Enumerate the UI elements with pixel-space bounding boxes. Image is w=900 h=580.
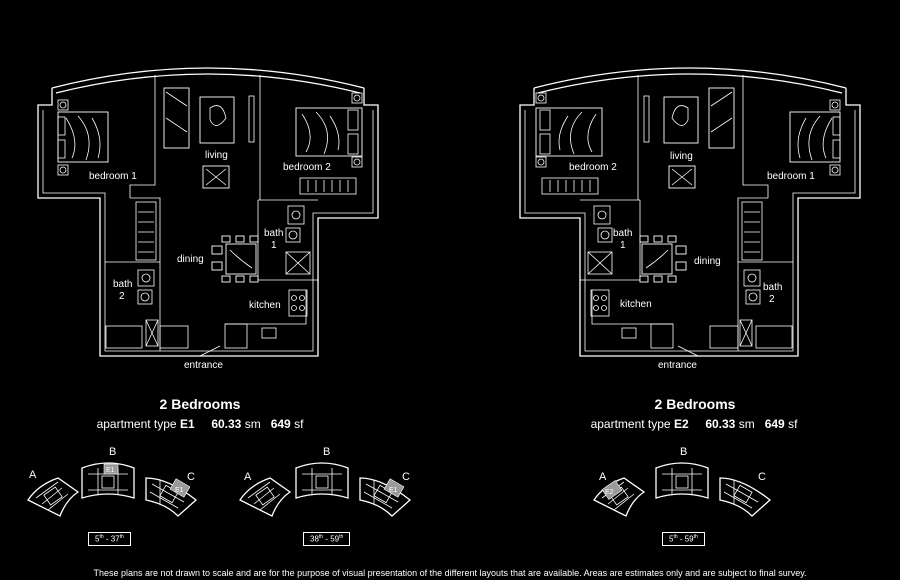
unit-label-a: E2 xyxy=(605,489,614,496)
room-label-bath-1: bath xyxy=(613,228,632,239)
unit-label-b: E1 xyxy=(106,467,115,474)
room-label-bedroom-1: bedroom 1 xyxy=(89,171,137,182)
tower-label-a: A xyxy=(599,471,607,483)
room-label-bath-2: bath xyxy=(113,279,132,290)
type-code: E1 xyxy=(179,417,195,431)
room-label-entrance: entrance xyxy=(658,360,697,371)
area-sm-unit: sm xyxy=(738,417,755,431)
area-sf-unit: sf xyxy=(788,417,798,431)
unit-label-c: E1 xyxy=(175,487,184,494)
room-label-bath-1-num: 1 xyxy=(620,240,626,251)
room-label-living: living xyxy=(670,151,693,162)
room-label-entrance: entrance xyxy=(184,360,223,371)
unit-highlight-c xyxy=(383,478,405,498)
floor-range-2: 38th - 59th xyxy=(303,532,351,546)
tower-label-c: C xyxy=(187,471,195,483)
room-label-bedroom-2: bedroom 2 xyxy=(569,162,617,173)
room-label-living: living xyxy=(205,150,228,161)
area-sf-value: 649 xyxy=(270,417,291,431)
room-label-bath-2-num: 2 xyxy=(119,291,125,302)
room-label-bedroom-1: bedroom 1 xyxy=(767,171,815,182)
tower-label-b: B xyxy=(680,446,687,458)
room-label-bath-1-num: 1 xyxy=(271,240,277,251)
disclaimer-text: These plans are not drawn to scale and a… xyxy=(93,568,807,578)
room-label-bath-2-num: 2 xyxy=(769,294,775,305)
room-label-bath-1: bath xyxy=(264,228,283,239)
room-label-bedroom-2: bedroom 2 xyxy=(283,162,331,173)
floor-plan-e1: bedroom 1 living bedroom 2 bath 1 dining… xyxy=(37,67,379,371)
keyplan-1: A B C E1 E1 xyxy=(27,446,197,517)
apartment-spec-right: apartment type E2 60.33 sm 649 sf xyxy=(514,417,874,431)
unit-highlight-c xyxy=(169,478,191,498)
plan-title-right: 2 Bedrooms xyxy=(654,396,736,412)
tower-label-c: C xyxy=(758,471,766,483)
area-sm-unit: sm xyxy=(244,417,261,431)
key-plans: A B C E1 E1 A B C E1 A B C E2 xyxy=(27,446,771,517)
unit-highlight-a xyxy=(601,480,623,500)
plan-title-left: 2 Bedrooms xyxy=(159,396,241,412)
tower-label-a: A xyxy=(244,471,252,483)
apartment-spec-left: apartment type E1 60.33 sm 649 sf xyxy=(20,417,380,431)
type-prefix: apartment type xyxy=(96,417,177,431)
type-code: E2 xyxy=(673,417,689,431)
room-label-bath-2: bath xyxy=(763,282,782,293)
floor-plan-e2: bedroom 2 living bedroom 1 bath 1 dining… xyxy=(519,67,861,371)
keyplan-3: A B C E2 xyxy=(593,446,771,517)
keyplan-2: A B C E1 xyxy=(239,446,411,517)
tower-label-b: B xyxy=(109,446,116,458)
room-label-kitchen: kitchen xyxy=(620,299,652,310)
room-label-dining: dining xyxy=(177,254,204,265)
room-label-kitchen: kitchen xyxy=(249,300,281,311)
area-sm-value: 60.33 xyxy=(211,417,242,431)
tower-label-a: A xyxy=(29,469,37,481)
tower-label-b: B xyxy=(323,446,330,458)
floor-range-1: 5th - 37th xyxy=(88,532,131,546)
area-sf-unit: sf xyxy=(294,417,304,431)
area-sf-value: 649 xyxy=(764,417,785,431)
unit-highlight-b xyxy=(103,463,119,475)
area-sm-value: 60.33 xyxy=(705,417,736,431)
tower-label-c: C xyxy=(402,471,410,483)
floor-range-3: 5th - 59th xyxy=(662,532,705,546)
floor-plans: bedroom 1 living bedroom 2 bath 1 dining… xyxy=(37,67,861,371)
room-label-dining: dining xyxy=(694,256,721,267)
unit-label-c: E1 xyxy=(389,487,398,494)
type-prefix: apartment type xyxy=(590,417,671,431)
